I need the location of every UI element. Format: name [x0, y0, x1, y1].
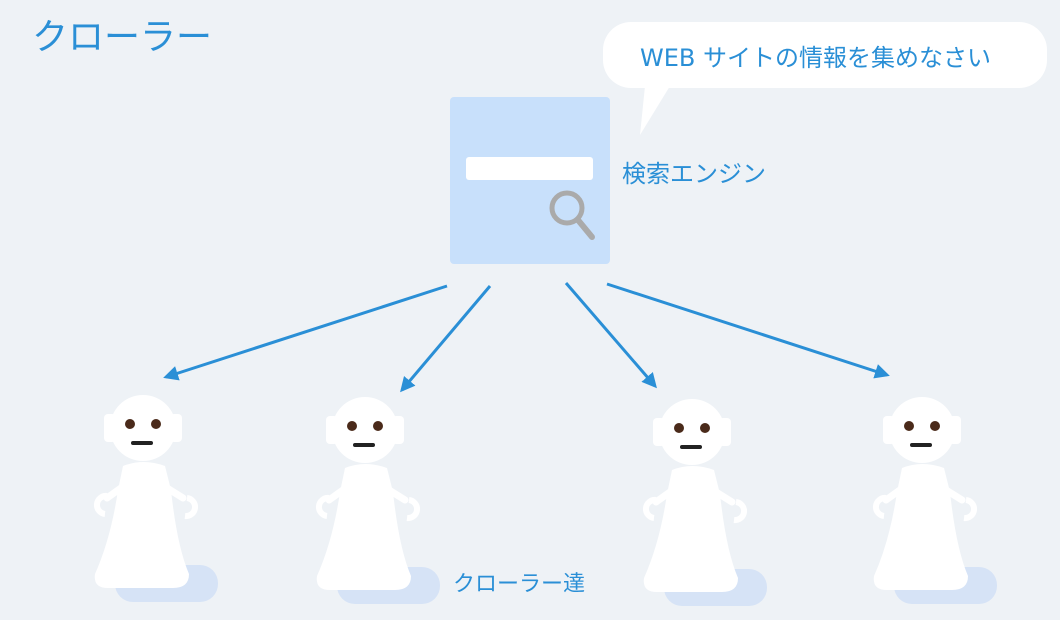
- arrow-to-crawler-4: [606, 282, 890, 379]
- arrow-to-crawler-1: [163, 284, 448, 381]
- speech-bubble: [603, 22, 1047, 135]
- speech-bubble-text: WEB サイトの情報を集めなさい: [640, 44, 991, 72]
- crawler-robot-1: [95, 395, 218, 602]
- magnifier-icon: [549, 190, 595, 240]
- crawlers-label: クローラー達: [453, 572, 586, 597]
- arrow-to-crawler-3: [564, 282, 657, 389]
- search-engine-box: [450, 97, 610, 264]
- arrow-to-crawler-2: [400, 285, 492, 393]
- crawler-robot-3: [644, 399, 767, 606]
- search-engine-label: 検索エンジン: [622, 160, 766, 188]
- search-bar: [466, 157, 593, 180]
- crawler-robot-2: [317, 397, 440, 604]
- crawler-robot-4: [874, 397, 997, 604]
- page-title: クローラー: [32, 17, 213, 58]
